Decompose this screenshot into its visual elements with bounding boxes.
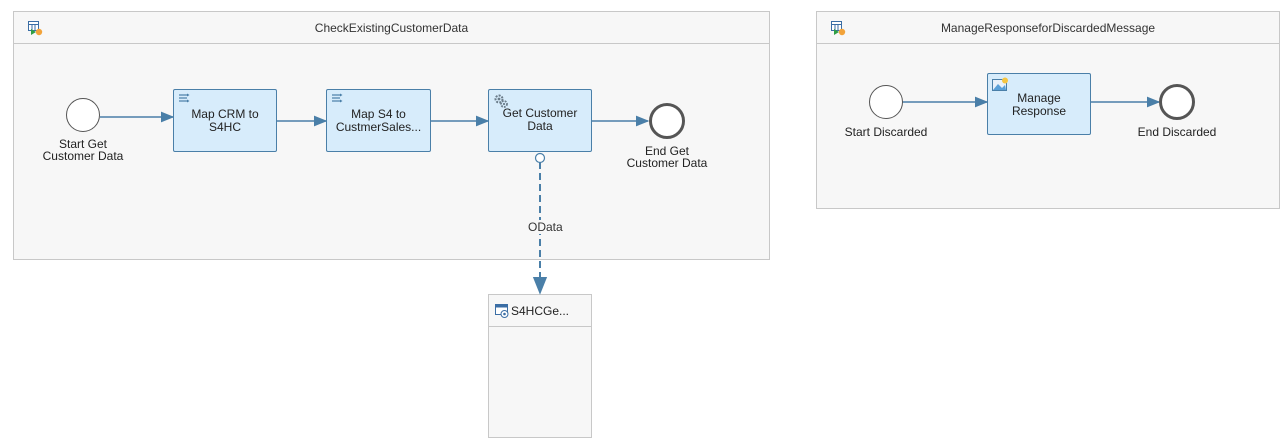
mapping-icon: [332, 93, 343, 103]
mapping-icon: [179, 93, 190, 103]
end-event-get-customer-data[interactable]: [649, 103, 685, 139]
task-label: Map CRM to S4HC: [191, 106, 259, 134]
receiver-title: S4HCGe...: [511, 304, 570, 318]
task-manage-response[interactable]: Manage Response: [987, 73, 1091, 135]
task-label: Manage Response: [1011, 91, 1067, 118]
task-get-customer-data[interactable]: Get Customer Data: [488, 89, 592, 152]
pool-check-existing-customer-data[interactable]: CheckExistingCustomerData: [13, 11, 770, 260]
end-event-discarded[interactable]: [1159, 84, 1195, 120]
connection-label-odata: OData: [527, 220, 564, 234]
receiver-header: S4HCGe...: [489, 295, 591, 327]
start-event-discarded-label: Start Discarded: [844, 125, 928, 139]
end-event-discarded-label: End Discarded: [1137, 125, 1217, 139]
task-map-crm-to-s4hc[interactable]: Map CRM to S4HC: [173, 89, 277, 152]
script-icon: [992, 77, 1008, 91]
task-map-s4-to-customer-sales[interactable]: Map S4 to CustmerSales...: [326, 89, 431, 152]
gear-icon: [494, 94, 508, 108]
start-event-get-customer-data[interactable]: [66, 98, 100, 132]
pool-manage-response-discarded[interactable]: ManageResponseforDiscardedMessage: [816, 11, 1280, 209]
end-event-label: End Get Customer Data: [626, 144, 708, 170]
pool-title: CheckExistingCustomerData: [314, 21, 469, 35]
integration-process-icon: [831, 21, 846, 36]
pool-header: ManageResponseforDiscardedMessage: [817, 12, 1279, 44]
pool-header: CheckExistingCustomerData: [14, 12, 769, 44]
start-event-discarded[interactable]: [869, 85, 903, 119]
task-label: Get Customer Data: [502, 106, 578, 133]
task-label: Map S4 to CustmerSales...: [335, 106, 422, 134]
pool-title: ManageResponseforDiscardedMessage: [940, 21, 1156, 35]
start-event-label: Start Get Customer Data: [42, 137, 124, 163]
message-flow-origin: [534, 152, 546, 164]
receiver-icon: [495, 304, 509, 318]
integration-process-icon: [28, 21, 43, 36]
